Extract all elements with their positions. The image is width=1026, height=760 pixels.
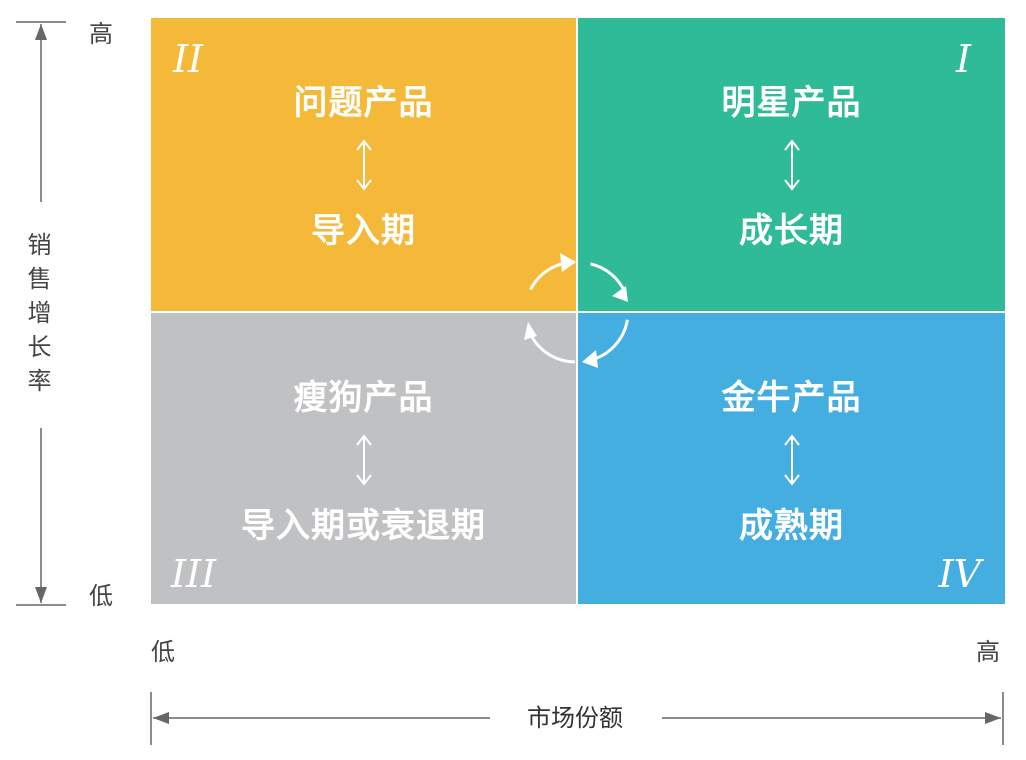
quadrant-title: 金牛产品 — [721, 378, 862, 418]
quadrant-numeral: III — [171, 552, 217, 596]
cycle-arrowheads — [524, 253, 628, 368]
x-axis-title: 市场份额 — [527, 704, 623, 732]
y-axis-low-label: 低 — [89, 582, 113, 610]
double-arrow-icon — [783, 139, 800, 191]
quadrant-dog-products: 瘦狗产品 导入期或衰退期 III — [151, 313, 576, 604]
quadrant-cash-cow-products: 金牛产品 成熟期 IV — [578, 313, 1005, 604]
quadrant-title: 瘦狗产品 — [293, 378, 434, 418]
quadrant-numeral: IV — [938, 552, 981, 596]
x-axis-arrow — [150, 692, 1004, 745]
quadrant-star-products: I 明星产品 成长期 — [578, 18, 1005, 311]
quadrant-question-products: II 问题产品 导入期 — [151, 18, 576, 311]
double-arrow-icon — [355, 434, 372, 486]
x-axis-low-label: 低 — [151, 638, 175, 666]
double-arrow-icon — [355, 139, 372, 191]
quadrant-numeral: II — [173, 37, 204, 81]
quadrant-stage: 成长期 — [739, 211, 844, 251]
quadrant-title: 明星产品 — [721, 83, 862, 123]
x-axis-high-label: 高 — [976, 638, 1000, 666]
y-axis-arrow — [16, 21, 66, 606]
double-arrow-icon — [783, 434, 800, 486]
y-axis-title: 销售增长率 — [23, 232, 51, 402]
quadrant-stage: 导入期 — [311, 211, 416, 251]
y-axis-high-label: 高 — [89, 20, 113, 48]
quadrant-numeral: I — [955, 37, 971, 81]
quadrant-stage: 导入期或衰退期 — [241, 506, 486, 546]
quadrant-stage: 成熟期 — [739, 506, 844, 546]
quadrant-title: 问题产品 — [293, 83, 434, 123]
cycle-arrows-icon — [528, 260, 629, 364]
